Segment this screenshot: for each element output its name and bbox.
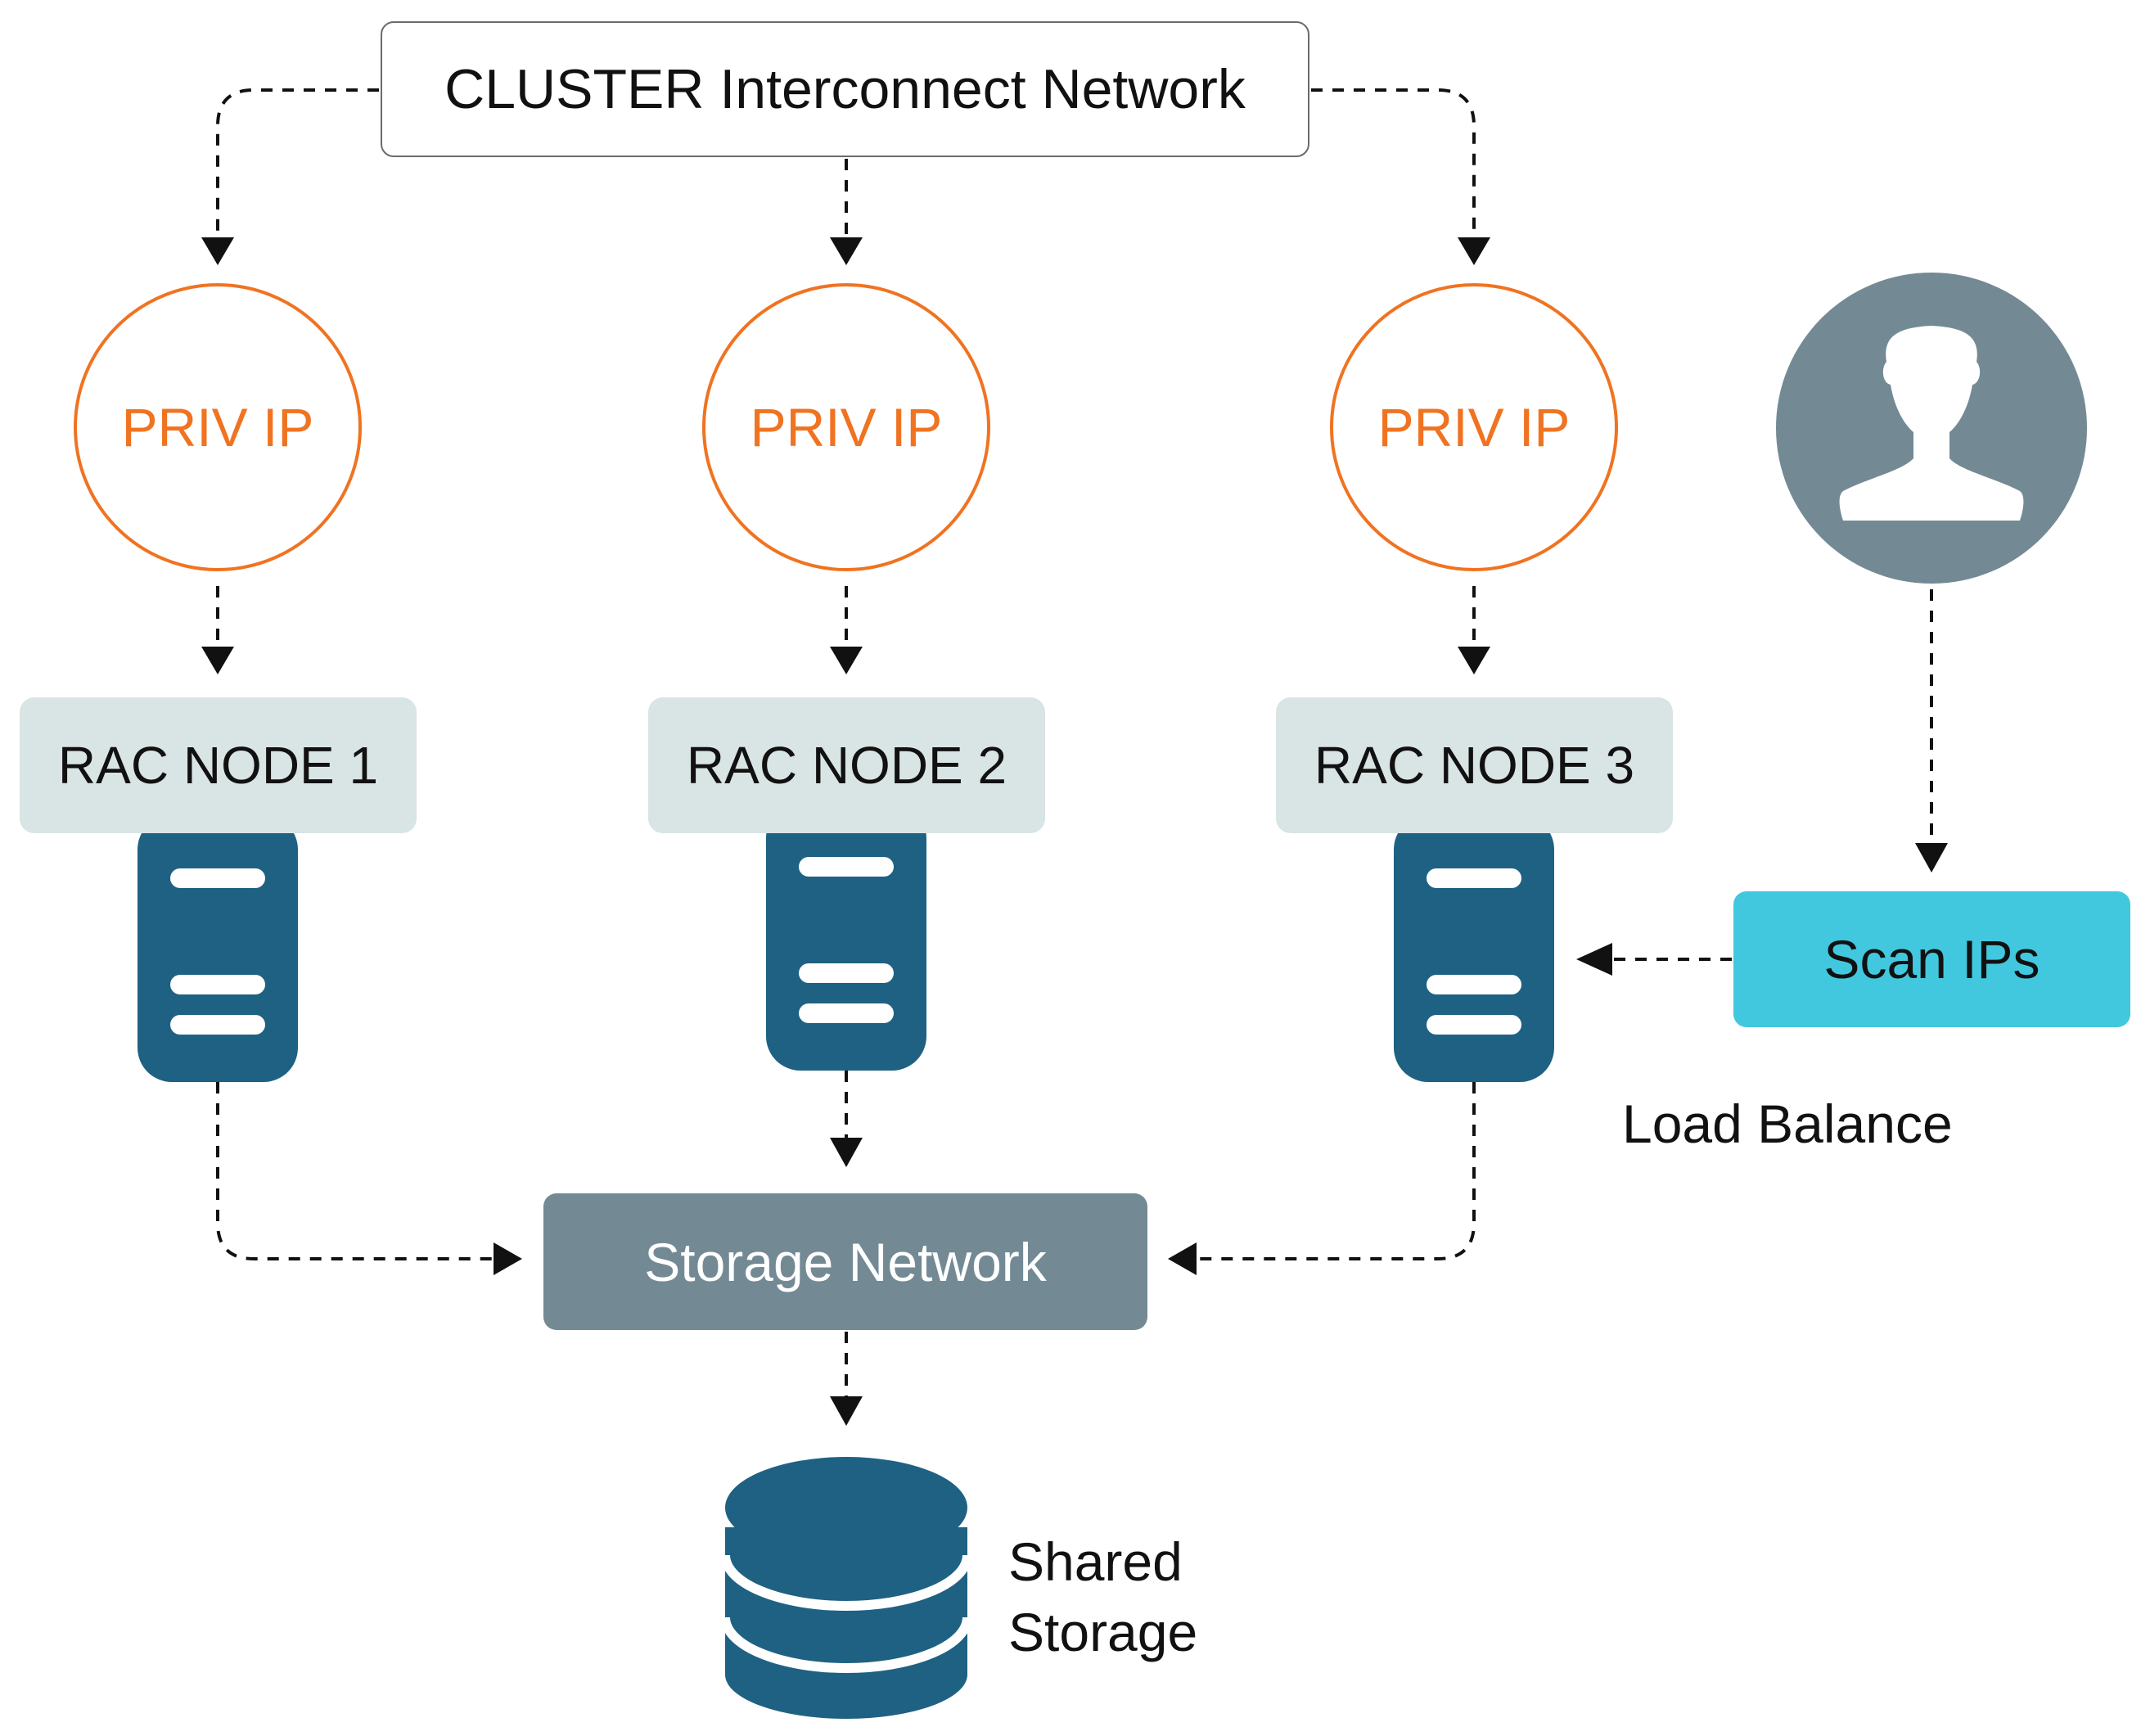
arrow-head-icon [1915, 843, 1948, 873]
scan-ips-box: Scan IPs [1733, 891, 2130, 1027]
rac-node-label: RAC NODE 2 [686, 736, 1007, 795]
arrow-head-icon [830, 1138, 863, 1167]
priv-ip-label: PRIV IP [121, 397, 314, 458]
priv-ip-node-2: PRIV IP [702, 283, 990, 571]
arrow-head-icon [1576, 943, 1612, 976]
connector-cluster-to-priv-ip-3 [1311, 88, 1476, 239]
arrow-head-icon [1458, 237, 1490, 265]
rac-node-3-box: RAC NODE 3 [1276, 697, 1673, 833]
arrow-head-icon [830, 1396, 863, 1426]
arrow-head-icon [1168, 1242, 1197, 1275]
connector-cluster-to-priv-ip-1 [216, 88, 379, 239]
cluster-interconnect-network-box: CLUSTER Interconnect Network [381, 21, 1309, 157]
storage-network-label: Storage Network [644, 1231, 1047, 1292]
server-icon [766, 804, 926, 1071]
connector-server-1-to-storage-network [216, 1082, 495, 1260]
priv-ip-label: PRIV IP [750, 397, 943, 458]
arrow-head-icon [830, 647, 863, 674]
priv-ip-node-3: PRIV IP [1330, 283, 1618, 571]
user-icon [1776, 273, 2087, 584]
rac-node-1-box: RAC NODE 1 [20, 697, 417, 833]
database-icon [720, 1457, 972, 1719]
priv-ip-node-1: PRIV IP [74, 283, 362, 571]
server-icon [1394, 815, 1554, 1082]
storage-network-box: Storage Network [543, 1193, 1147, 1330]
load-balance-label: Load Balance [1622, 1089, 1953, 1159]
cluster-interconnect-network-label: CLUSTER Interconnect Network [444, 58, 1246, 120]
shared-storage-line-1: Shared [1008, 1531, 1183, 1592]
rac-node-label: RAC NODE 1 [57, 736, 379, 795]
shared-storage-label: Shared Storage [1008, 1526, 1197, 1667]
arrow-head-icon [494, 1242, 522, 1275]
rac-node-label: RAC NODE 3 [1314, 736, 1635, 795]
arrow-head-icon [201, 237, 234, 265]
arrow-head-icon [1458, 647, 1490, 674]
server-icon [137, 815, 298, 1082]
priv-ip-label: PRIV IP [1377, 397, 1571, 458]
arrow-head-icon [830, 237, 863, 265]
rac-node-2-box: RAC NODE 2 [648, 697, 1045, 833]
arrow-head-icon [201, 647, 234, 674]
connector-server-3-to-storage-network [1195, 1082, 1476, 1260]
scan-ips-label: Scan IPs [1823, 929, 2040, 990]
load-balance-text: Load Balance [1622, 1093, 1953, 1154]
shared-storage-line-2: Storage [1008, 1602, 1198, 1662]
